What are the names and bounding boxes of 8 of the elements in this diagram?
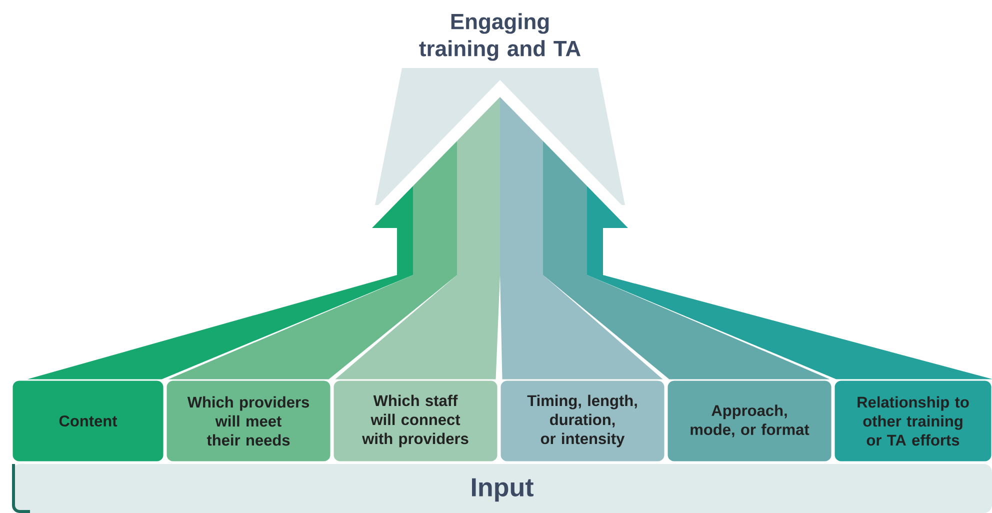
category-box: Content: [11, 379, 165, 463]
category-box: Which providers will meet their needs: [165, 379, 332, 463]
heading: Engaging training and TA: [419, 13, 581, 61]
category-box: Approach, mode, or format: [666, 379, 833, 463]
category-box: Relationship to other training or TA efforts: [833, 379, 992, 463]
category-box: Timing, length, duration, or intensity: [499, 379, 666, 463]
category-box: Which staff will connect with providers: [332, 379, 499, 463]
input-band: Input: [12, 464, 992, 513]
